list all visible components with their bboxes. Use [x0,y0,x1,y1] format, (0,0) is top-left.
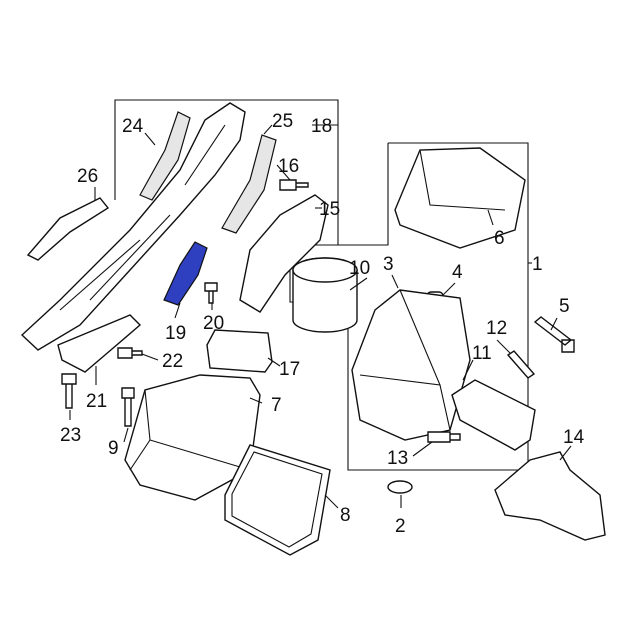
part-10-filter [292,270,358,333]
part-9-bolt [121,387,135,427]
callout-16: 16 [278,156,299,177]
part-15 [239,194,329,313]
callout-14: 14 [563,427,585,448]
part-5-bolt [533,316,575,353]
part-2-grommet [387,480,413,494]
callout-6: 6 [494,228,505,249]
callout-25: 25 [272,111,293,132]
part-12-bolt [506,350,536,379]
part-22-screw [117,347,143,359]
part-18-intake-duct [20,102,246,351]
part-26 [26,197,110,261]
part-3-air-box [351,289,471,441]
callout-23: 23 [60,425,81,446]
part-24 [139,111,191,201]
part-13-sensor [427,431,461,443]
part-14-resonator [494,451,606,541]
callout-21: 21 [86,391,107,412]
callout-labels: 1 2 3 4 5 6 7 8 9 10 11 12 13 14 15 16 1… [60,111,585,537]
callout-8: 8 [340,505,351,526]
callout-5: 5 [559,296,570,317]
part-25 [221,134,277,234]
part-8-gasket [224,444,331,556]
callout-15: 15 [319,199,340,220]
callout-3: 3 [383,254,394,275]
leader-lines [69,124,572,509]
callout-19: 19 [165,323,186,344]
callout-26: 26 [77,166,98,187]
callout-24: 24 [122,116,144,137]
callout-20: 20 [203,313,224,334]
part-6-lid [394,147,526,249]
callout-9: 9 [108,438,119,459]
callout-4: 4 [452,262,463,283]
callout-13: 13 [387,448,408,469]
part-11-sensor [451,379,536,451]
part-20-screw [204,282,218,304]
part-21-bracket [57,314,142,373]
callout-10: 10 [349,258,370,279]
callout-22: 22 [162,351,183,372]
part-19-highlighted [163,241,208,306]
callout-11: 11 [472,343,492,364]
callout-18: 18 [311,116,332,137]
part-17-coupler [206,329,273,373]
part-16-bolt [279,179,309,191]
part-23-pin [61,373,77,409]
callout-2: 2 [395,516,406,537]
part-7-housing [124,374,261,501]
callout-17: 17 [279,359,300,380]
callout-1: 1 [532,254,543,275]
callout-7: 7 [271,395,282,416]
callout-12: 12 [486,318,507,339]
